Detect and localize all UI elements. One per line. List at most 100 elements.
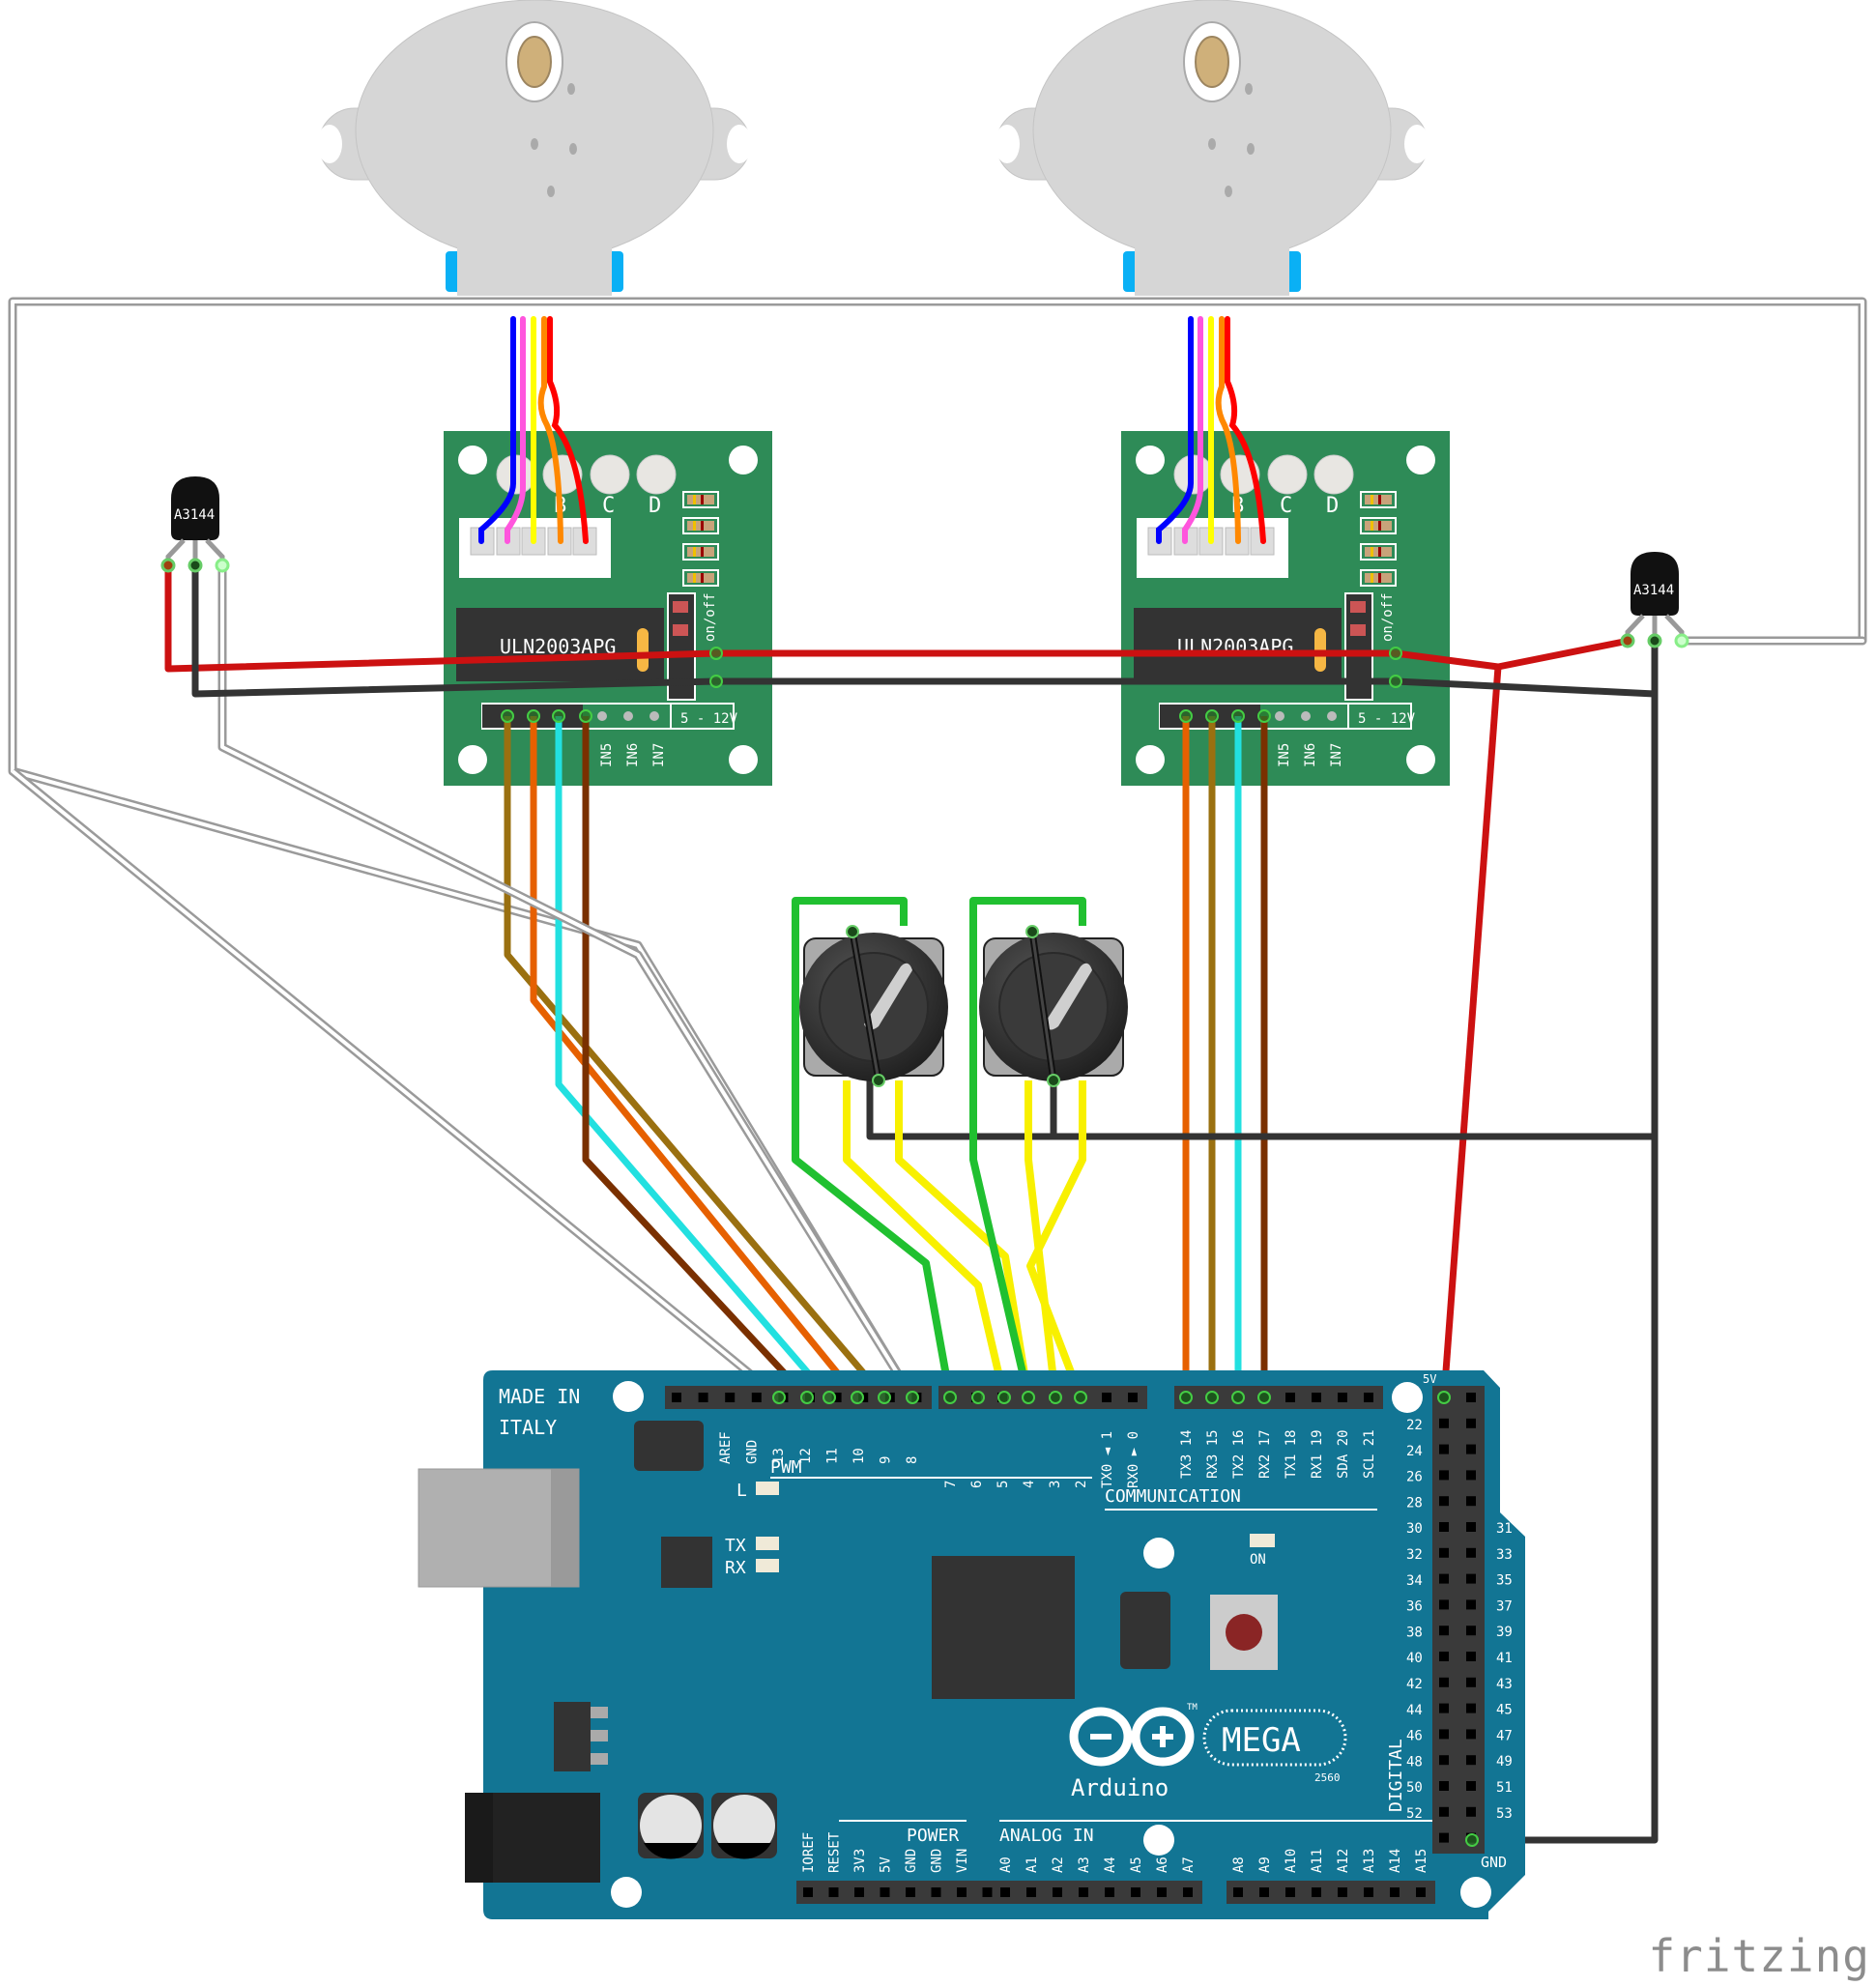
header-pin[interactable] [831,1393,842,1402]
resistors [682,491,719,587]
hall-sensor-a3144-2[interactable]: A3144 [1620,552,1689,648]
pin-label-digital-right-6: 43 [1496,1677,1513,1692]
rotary-encoder-2[interactable] [979,925,1128,1087]
header-pin[interactable] [1466,1729,1476,1740]
connection-point [823,1391,836,1404]
header-pin[interactable] [1466,1444,1476,1454]
hall1-signal-wire[interactable] [217,565,916,1400]
header-pin[interactable] [1466,1547,1476,1558]
header-pin[interactable] [906,1887,915,1897]
rotary-encoder-1[interactable] [799,925,948,1087]
header-pin[interactable] [1233,1887,1243,1897]
header-pin[interactable] [1439,1781,1449,1791]
header-pin[interactable] [1466,1599,1476,1610]
hall-sensor-a3144-1[interactable]: A3144 [160,476,230,573]
header-pin[interactable] [957,1887,967,1897]
header-pin[interactable] [1285,1393,1295,1402]
header-pin[interactable] [1466,1806,1476,1817]
uln2003-driver-board-2[interactable]: B C D ULN2003APG on/off 5 - 12V IN5 IN6 … [1121,431,1450,786]
header-pin[interactable] [672,1393,681,1402]
header-pin[interactable] [1312,1393,1321,1402]
header-pin[interactable] [1466,1755,1476,1766]
connection-point [527,709,540,723]
header-pin[interactable] [854,1887,864,1897]
encoder1-wires[interactable] [792,897,1032,1398]
stepper-motor-2[interactable] [995,0,1429,296]
header-pin[interactable] [725,1393,736,1402]
header-pin[interactable] [1439,1599,1449,1610]
header-pin[interactable] [1259,1887,1269,1897]
header-pin[interactable] [880,1887,890,1897]
header-pin[interactable] [1439,1573,1449,1584]
header-pin[interactable] [1079,1887,1088,1897]
uln2003-driver-board-1[interactable]: B C D ULN2003APG on/off 5 - 12V IN5 IN6 … [444,431,772,786]
header-pin[interactable] [1439,1729,1449,1740]
header-pin[interactable] [1364,1393,1373,1402]
header-pin[interactable] [1416,1887,1426,1897]
header-pin[interactable] [1285,1887,1295,1897]
header-pin[interactable] [1466,1781,1476,1791]
header-pin[interactable] [1364,1887,1373,1897]
header-pin[interactable] [1312,1887,1321,1897]
header-pin[interactable] [1439,1755,1449,1766]
driver2-signal-wires[interactable] [1182,716,1268,1397]
pin-label-analog-2-3: A11 [1310,1849,1325,1873]
header-pin[interactable] [1439,1703,1449,1713]
header-pin[interactable] [751,1393,762,1402]
driver1-signal-wires[interactable] [504,716,887,1400]
header-pin[interactable] [698,1393,708,1402]
header-pin[interactable] [931,1887,941,1897]
motor-shaft [1195,36,1229,88]
power-5v-wire[interactable] [164,565,1630,1398]
header-pin[interactable] [1439,1677,1449,1687]
pin-label-top-left-5: 10 [851,1448,867,1464]
pin-label-digital-right-10: 51 [1496,1780,1513,1796]
header-pin[interactable] [1439,1832,1449,1843]
header-pin[interactable] [1183,1887,1193,1897]
header-pin[interactable] [1466,1703,1476,1713]
arduino-mega-2560[interactable]: MADE IN ITALY L TX RX [418,1370,1525,1919]
header-pin[interactable] [1053,1887,1062,1897]
header-pin[interactable] [1466,1470,1476,1481]
header-pin[interactable] [1439,1496,1449,1507]
knob-pointer [864,963,912,1030]
header-pin[interactable] [1439,1444,1449,1454]
header-pin[interactable] [1439,1470,1449,1481]
header-pin[interactable] [1466,1573,1476,1584]
header-pin[interactable] [1439,1806,1449,1817]
header-pin[interactable] [1439,1418,1449,1428]
header-pin[interactable] [1466,1677,1476,1687]
header-pin[interactable] [1466,1393,1476,1402]
header-pin[interactable] [1128,1393,1138,1402]
header-pin[interactable] [1439,1626,1449,1636]
header-pin[interactable] [828,1887,839,1897]
header-pin[interactable] [1026,1887,1036,1897]
header-pin[interactable] [803,1887,813,1897]
pin-label-digital-left-12: 46 [1406,1729,1423,1744]
pin-label-top-mid-1: 6 [969,1481,985,1488]
header-pin[interactable] [1439,1652,1449,1661]
header-pin[interactable] [1390,1887,1400,1897]
white-signal-wire-frame[interactable] [8,297,1867,1402]
header-pin[interactable] [1131,1887,1140,1897]
header-pin[interactable] [1105,1887,1114,1897]
header-pin[interactable] [1338,1393,1347,1402]
header-pin[interactable] [982,1887,993,1897]
header-pin[interactable] [1466,1652,1476,1661]
header-pin[interactable] [1000,1887,1010,1897]
icsp-header [634,1421,704,1471]
header-pin[interactable] [1102,1393,1111,1402]
header-pin[interactable] [1466,1626,1476,1636]
header-pin[interactable] [1338,1887,1347,1897]
header-pin[interactable] [1439,1522,1449,1532]
encoder2-wires[interactable] [969,897,1086,1399]
header-pin[interactable] [1466,1418,1476,1428]
motor2-wires[interactable] [1156,316,1266,544]
header-pin[interactable] [1439,1547,1449,1558]
frame-to-pin13-wire[interactable] [10,767,782,1401]
stepper-motor-1[interactable] [317,0,752,296]
motor1-wires[interactable] [478,316,589,544]
header-pin[interactable] [1466,1522,1476,1532]
header-pin[interactable] [1157,1887,1167,1897]
header-pin[interactable] [1466,1496,1476,1507]
